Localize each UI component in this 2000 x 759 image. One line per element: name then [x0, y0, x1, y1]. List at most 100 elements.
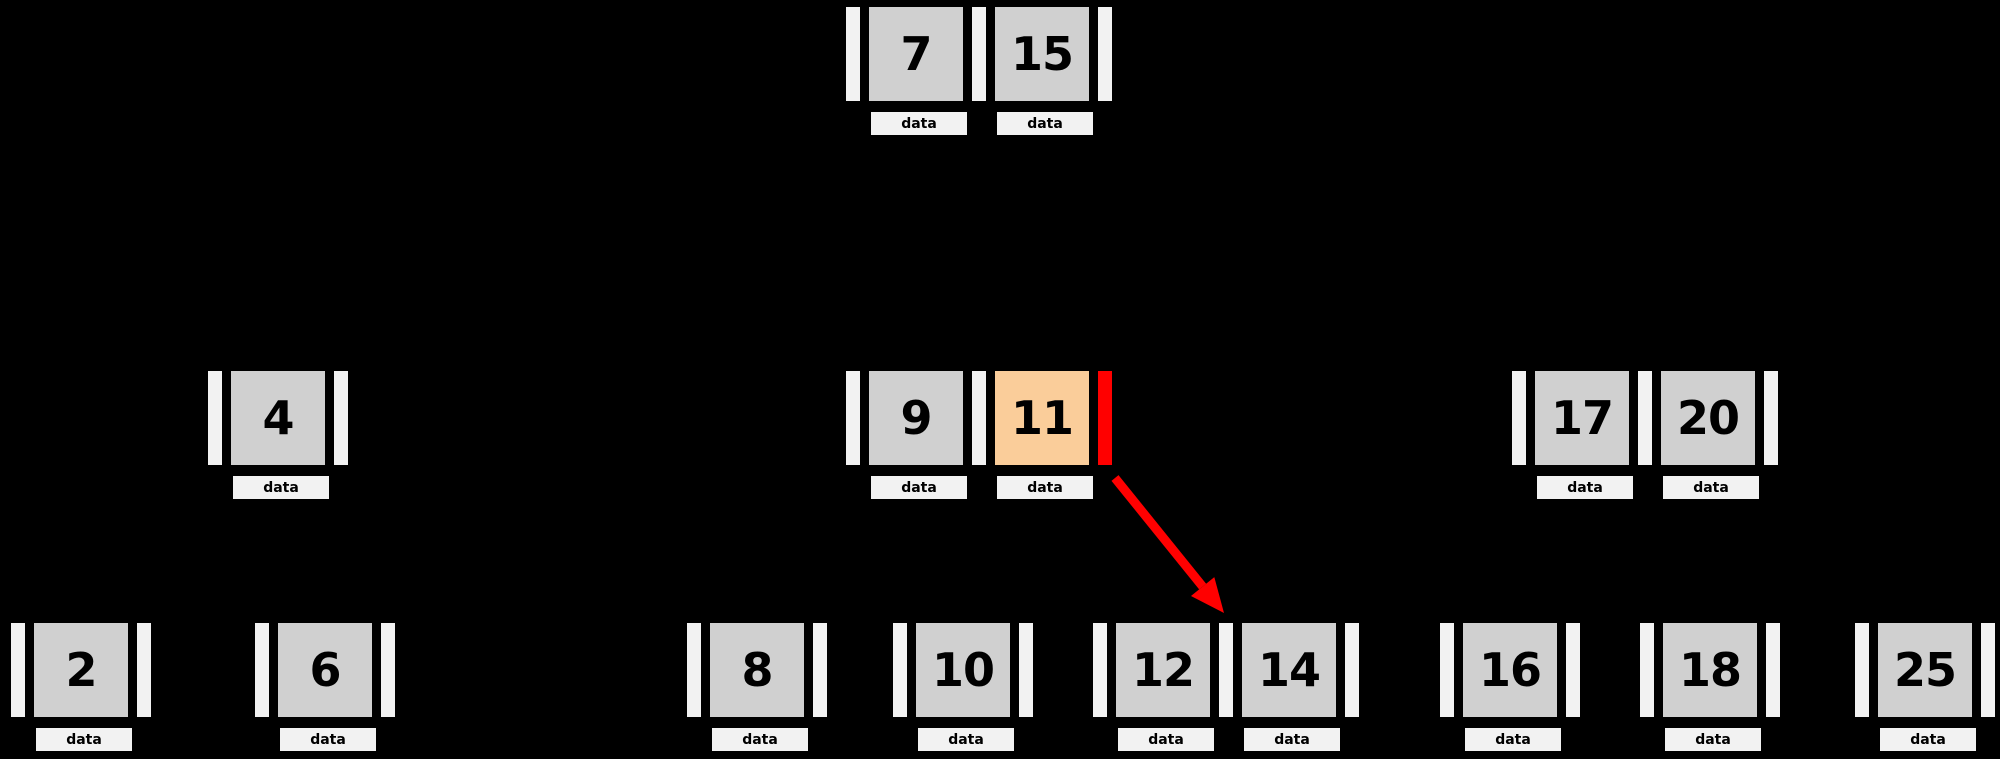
- key-cell[interactable]: 20 data: [1658, 368, 1761, 501]
- key-cell[interactable]: 15 data: [992, 4, 1095, 137]
- child-pointer-slot[interactable]: [1016, 620, 1036, 720]
- btree-node-root-node[interactable]: 7 data 15 data: [843, 4, 1118, 137]
- child-pointer-slot[interactable]: [843, 4, 863, 104]
- data-pointer-label: data: [1027, 115, 1063, 132]
- data-pointer-box[interactable]: data: [869, 110, 969, 137]
- key-value: 7: [900, 27, 932, 81]
- key-cell[interactable]: 7 data: [866, 4, 969, 137]
- data-pointer-box[interactable]: data: [869, 474, 969, 501]
- data-pointer-box[interactable]: data: [995, 474, 1095, 501]
- child-pointer-slot[interactable]: [810, 620, 830, 720]
- child-pointer-slot[interactable]: [1763, 620, 1783, 720]
- child-pointer-slot[interactable]: [969, 368, 989, 468]
- data-pointer-label: data: [66, 731, 102, 748]
- data-pointer-label: data: [310, 731, 346, 748]
- child-pointer-slot[interactable]: [1978, 620, 1998, 720]
- data-pointer-label: data: [1910, 731, 1946, 748]
- child-pointer-slot[interactable]: [252, 620, 272, 720]
- child-pointer-slot[interactable]: [1509, 368, 1529, 468]
- key-value: 15: [1010, 27, 1074, 81]
- data-pointer-box[interactable]: data: [995, 110, 1095, 137]
- data-pointer-box[interactable]: data: [916, 726, 1016, 753]
- child-pointer-slot[interactable]: [890, 620, 910, 720]
- data-pointer-box[interactable]: data: [1463, 726, 1563, 753]
- child-pointer-slot[interactable]: [1437, 620, 1457, 720]
- data-pointer-box[interactable]: data: [1242, 726, 1342, 753]
- child-pointer-slot[interactable]: [969, 4, 989, 104]
- child-pointer-slot[interactable]: [331, 368, 351, 468]
- key-value: 2: [65, 643, 97, 697]
- data-pointer-label: data: [901, 479, 937, 496]
- data-pointer-box[interactable]: data: [1663, 726, 1763, 753]
- child-pointer-slot[interactable]: [1342, 620, 1362, 720]
- btree-node-leaf-node-2[interactable]: 2 data: [8, 620, 157, 753]
- key-cell[interactable]: 17 data: [1532, 368, 1635, 501]
- data-pointer-label: data: [1567, 479, 1603, 496]
- key-value: 14: [1257, 643, 1321, 697]
- key-cell[interactable]: 16 data: [1460, 620, 1563, 753]
- child-pointer-slot[interactable]: [1563, 620, 1583, 720]
- key-cell[interactable]: 6 data: [275, 620, 378, 753]
- child-pointer-slot-highlighted[interactable]: [1095, 368, 1115, 468]
- key-value: 8: [741, 643, 773, 697]
- child-pointer-slot[interactable]: [205, 368, 225, 468]
- data-pointer-box[interactable]: data: [278, 726, 378, 753]
- btree-node-leaf-node-16[interactable]: 16 data: [1437, 620, 1586, 753]
- data-pointer-box[interactable]: data: [1116, 726, 1216, 753]
- child-pointer-slot[interactable]: [1090, 620, 1110, 720]
- child-pointer-slot[interactable]: [1095, 4, 1115, 104]
- key-value: 20: [1676, 391, 1740, 445]
- data-pointer-box[interactable]: data: [1878, 726, 1978, 753]
- key-cell[interactable]: 14 data: [1239, 620, 1342, 753]
- child-pointer-slot[interactable]: [684, 620, 704, 720]
- child-pointer-slot[interactable]: [8, 620, 28, 720]
- child-pointer-slot[interactable]: [1761, 368, 1781, 468]
- node-cell-row: 7 data 15 data: [843, 4, 1118, 137]
- btree-node-leaf-node-18[interactable]: 18 data: [1637, 620, 1786, 753]
- key-value: 17: [1550, 391, 1614, 445]
- key-cell[interactable]: 8 data: [707, 620, 810, 753]
- child-pointer-slot[interactable]: [134, 620, 154, 720]
- key-cell[interactable]: 2 data: [31, 620, 134, 753]
- data-pointer-label: data: [742, 731, 778, 748]
- child-pointer-slot[interactable]: [1635, 368, 1655, 468]
- btree-node-leaf-node-8[interactable]: 8 data: [684, 620, 833, 753]
- key-value: 6: [309, 643, 341, 697]
- data-pointer-box[interactable]: data: [34, 726, 134, 753]
- key-value: 11: [1010, 391, 1074, 445]
- child-pointer-slot[interactable]: [1216, 620, 1236, 720]
- data-pointer-label: data: [948, 731, 984, 748]
- btree-node-leaf-node-6[interactable]: 6 data: [252, 620, 401, 753]
- data-pointer-box[interactable]: data: [1535, 474, 1635, 501]
- node-cell-row: 18 data: [1637, 620, 1786, 753]
- node-cell-row: 17 data 20 data: [1509, 368, 1784, 501]
- key-cell[interactable]: 18 data: [1660, 620, 1763, 753]
- key-cell-highlighted[interactable]: 11 data: [992, 368, 1095, 501]
- child-pointer-slot[interactable]: [378, 620, 398, 720]
- data-pointer-box[interactable]: data: [1661, 474, 1761, 501]
- data-pointer-box[interactable]: data: [231, 474, 331, 501]
- key-value: 16: [1478, 643, 1542, 697]
- arrow-shaft: [1111, 475, 1207, 590]
- data-pointer-label: data: [1027, 479, 1063, 496]
- child-pointer-slot[interactable]: [1637, 620, 1657, 720]
- child-pointer-slot[interactable]: [843, 368, 863, 468]
- child-pointer-slot[interactable]: [1852, 620, 1872, 720]
- btree-node-internal-node-right[interactable]: 17 data 20 data: [1509, 368, 1784, 501]
- data-pointer-box[interactable]: data: [710, 726, 810, 753]
- key-value: 18: [1678, 643, 1742, 697]
